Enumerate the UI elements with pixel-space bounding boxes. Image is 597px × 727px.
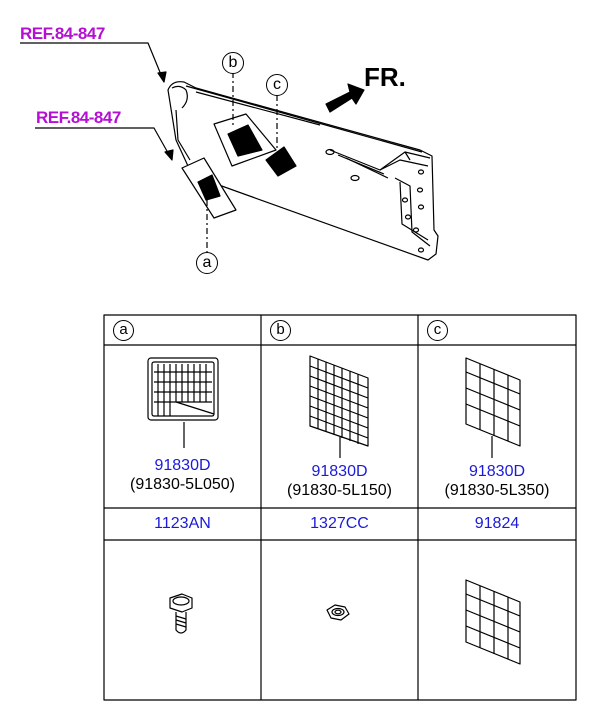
leader-arrow-mid [164,149,174,161]
bolt-illustration [169,593,193,634]
part-b-alt-number: (91830-5L150) [287,482,392,499]
part-b-label: 91830D (91830-5L150) [262,462,417,500]
ref-label-top: REF.84-847 [20,24,105,43]
part-c-number: 91830D [468,463,526,480]
part-a-illustration [147,357,219,448]
part-a-label: 91830D (91830-5L050) [105,456,260,494]
part-a-number: 91830D [154,457,211,474]
part-c-alt-number: (91830-5L350) [444,482,550,499]
front-arrow [325,83,365,113]
callout-c: c [266,74,288,96]
part-a-alt-number: (91830-5L050) [130,476,235,493]
front-direction-label: FR. [364,62,406,92]
ref-label-mid: REF.84-847 [36,108,121,127]
ref-leader-mid [35,127,173,161]
subpart-nut-number: 1327CC [310,515,369,532]
callout-b: b [222,52,244,74]
pad-a-fill [197,174,221,201]
table-header-a: a [113,320,134,341]
callout-a: a [196,252,218,274]
part-c-illustration [465,357,521,458]
table-header-c: c [427,320,448,341]
table-header-b: b [270,320,291,341]
part-c-label: 91830D (91830-5L350) [419,462,575,500]
subpart-pad-number: 91824 [474,515,520,532]
pad-c-fill [265,146,297,177]
nut-illustration [326,604,350,621]
ref-leader-top [20,42,165,83]
pad-91824-illustration [465,579,521,665]
subpart-bolt-number: 1123AN [154,515,211,532]
pad-b-fill [227,124,263,157]
part-b-number: 91830D [311,463,368,480]
leader-arrow-top [157,71,167,83]
part-b-illustration [309,355,369,458]
